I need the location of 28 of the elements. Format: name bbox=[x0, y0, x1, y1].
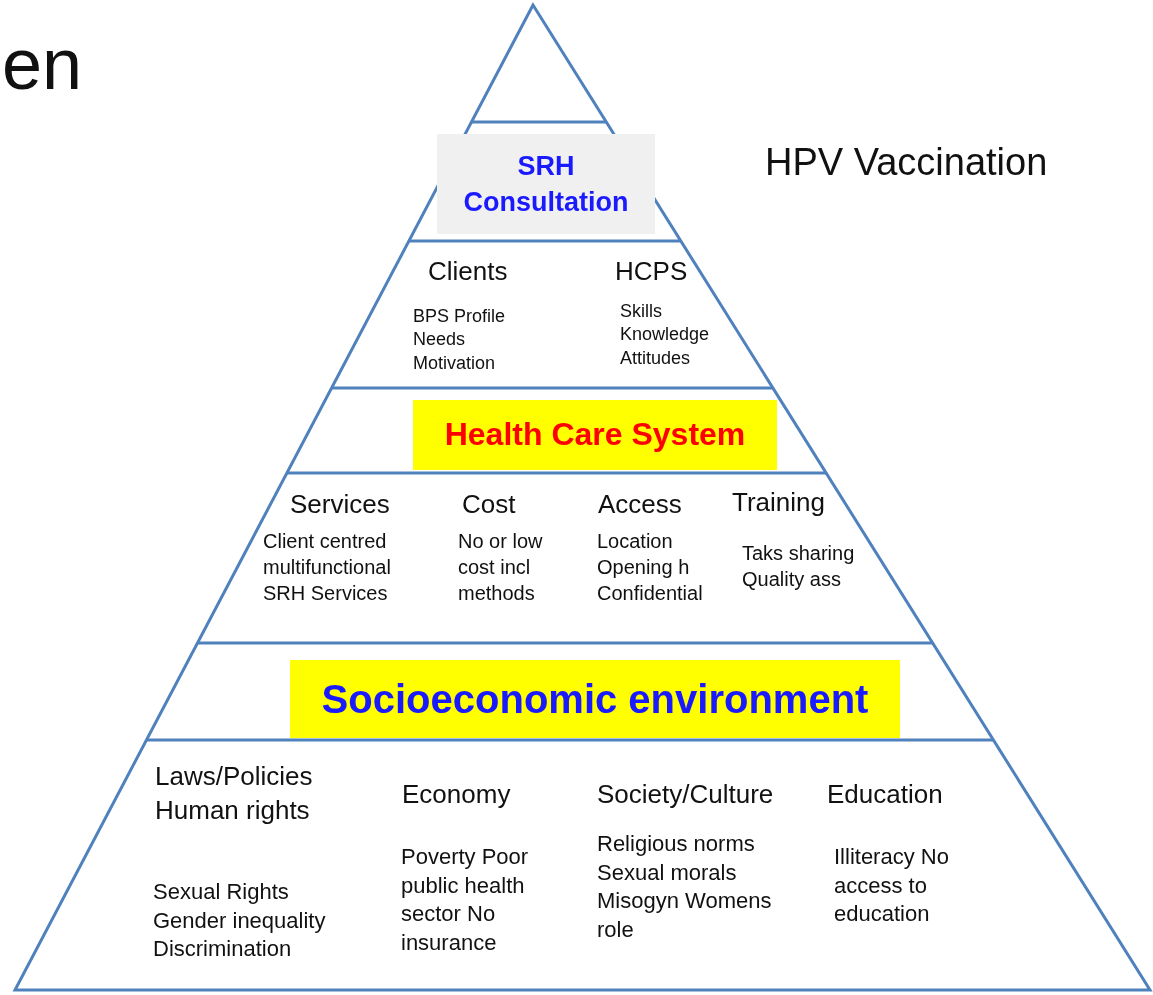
list-text: Sexual Rights Gender inequality Discrimination bbox=[153, 878, 327, 964]
title-box bbox=[413, 400, 777, 470]
heading-text: Laws/Policies Human rights bbox=[155, 760, 314, 827]
heading-text: Training bbox=[732, 486, 826, 519]
list-text: Location Opening h Confidential bbox=[597, 529, 704, 606]
list-text: No or low cost incl methods bbox=[458, 529, 544, 606]
title-box bbox=[437, 134, 655, 234]
heading-text: Economy bbox=[402, 778, 512, 811]
heading-text: Education bbox=[827, 778, 944, 811]
title-text: Socioeconomic environment bbox=[321, 676, 869, 723]
list-text: Client centred multifunctional SRH Services bbox=[263, 529, 392, 606]
title-text: Health Care System bbox=[444, 415, 746, 455]
heading-text: Services bbox=[290, 488, 391, 521]
heading-text: Clients bbox=[428, 255, 509, 288]
list-text: Illiteracy No access to education bbox=[834, 843, 950, 929]
heading-text: Society/Culture bbox=[597, 778, 775, 811]
list-text: Taks sharing Quality ass bbox=[742, 541, 856, 592]
title-box bbox=[290, 660, 900, 738]
heading-text: Access bbox=[598, 488, 683, 521]
heading-text: HCPS bbox=[615, 255, 689, 288]
heading-text: Cost bbox=[462, 488, 517, 521]
list-text: Skills Knowledge Attitudes bbox=[620, 300, 711, 370]
list-text: BPS Profile Needs Motivation bbox=[413, 305, 507, 375]
title-text: SRH Consultation bbox=[462, 149, 630, 219]
list-text: Religious norms Sexual morals Misogyn Womens role bbox=[597, 830, 772, 944]
slide-title-text: en bbox=[2, 23, 84, 106]
heading-text: HPV Vaccination bbox=[765, 140, 1049, 185]
list-text: Poverty Poor public health sector No insurance bbox=[401, 843, 530, 957]
